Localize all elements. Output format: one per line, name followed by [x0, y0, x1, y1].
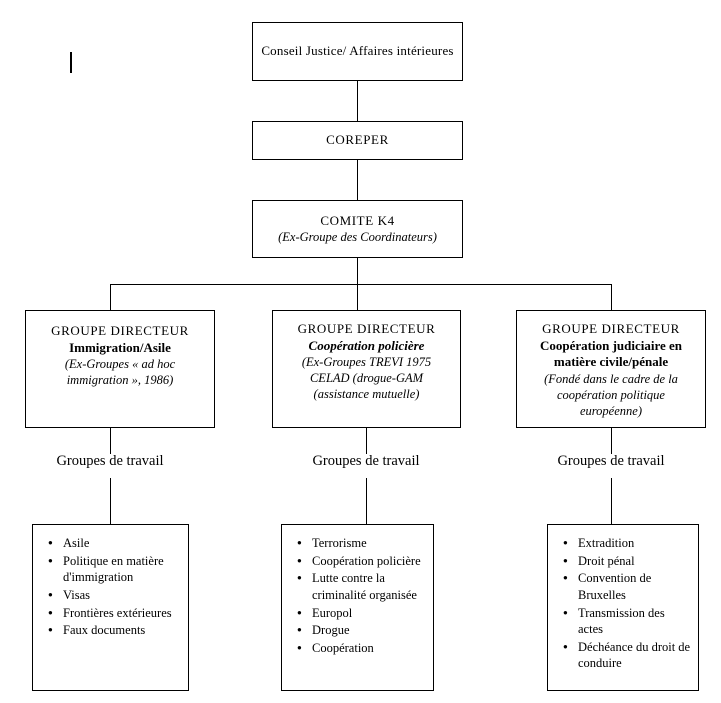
list-item: Lutte contre la criminalité organisée	[297, 570, 427, 603]
list-item: Transmission des actes	[563, 605, 692, 638]
label-groupes-de-travail-3: Groupes de travail	[511, 453, 711, 470]
list-item: Europol	[297, 605, 427, 622]
node-coreper-label: COREPER	[326, 132, 389, 148]
connector-coreper-to-comite-k4	[357, 160, 358, 200]
node-conseil-label: Conseil Justice/ Affaires intérieures	[261, 43, 454, 59]
groupe-directeur-3-note-line-1: (Fondé dans le cadre de la	[544, 371, 678, 386]
groupe-directeur-2-heading: GROUPE DIRECTEUR	[297, 321, 436, 336]
list-item: Coopération	[297, 640, 427, 657]
list-item: Coopération policière	[297, 553, 427, 570]
list-item: Frontières extérieures	[48, 605, 182, 622]
groupe-directeur-3-note-line-3: européenne)	[579, 403, 642, 418]
text-caret-artifact	[70, 52, 72, 73]
list-item: Faux documents	[48, 622, 182, 639]
connector-bus-to-group-3	[611, 284, 612, 311]
groupe-directeur-2-subject: Coopération policière	[308, 337, 425, 353]
list-item: Drogue	[297, 622, 427, 639]
connector-distribution-bus	[110, 284, 612, 285]
list-item: Politique en matière d'immigration	[48, 553, 182, 586]
groupe-directeur-2-note-line-1: (Ex-Groupes TREVI 1975	[301, 355, 432, 370]
node-comite-k4-subtitle: (Ex-Groupe des Coordinateurs)	[278, 230, 437, 245]
list-item: Droit pénal	[563, 553, 692, 570]
node-groupe-directeur-immigration-asile[interactable]: GROUPE DIRECTEUR Immigration/Asile (Ex-G…	[25, 310, 215, 428]
list-item: Terrorisme	[297, 535, 427, 552]
node-coreper[interactable]: COREPER	[252, 121, 463, 160]
groupe-directeur-2-note-line-3: (assistance mutuelle)	[313, 387, 420, 402]
list-box-immigration-asile: Asile Politique en matière d'immigration…	[32, 524, 189, 691]
list-item: Visas	[48, 587, 182, 604]
node-comite-k4-title: COMITE K4	[320, 212, 395, 228]
connector-label-2-to-list-2	[366, 478, 367, 524]
label-groupes-de-travail-1: Groupes de travail	[10, 453, 210, 470]
node-groupe-directeur-cooperation-judiciaire[interactable]: GROUPE DIRECTEUR Coopération judiciaire …	[516, 310, 706, 428]
label-groupes-de-travail-1-text: Groupes de travail	[56, 453, 164, 469]
connector-group-2-to-label-2	[366, 428, 367, 454]
working-group-list-1: Asile Politique en matière d'immigration…	[33, 525, 188, 639]
list-item: Déchéance du droit de conduire	[563, 639, 692, 672]
connector-group-3-to-label-3	[611, 428, 612, 454]
label-groupes-de-travail-3-text: Groupes de travail	[557, 453, 665, 469]
label-groupes-de-travail-2: Groupes de travail	[266, 453, 466, 470]
groupe-directeur-1-note-line-1: (Ex-Groupes « ad hoc	[64, 357, 176, 372]
list-item: Asile	[48, 535, 182, 552]
connector-group-1-to-label-1	[110, 428, 111, 454]
groupe-directeur-1-heading: GROUPE DIRECTEUR	[51, 323, 189, 338]
node-comite-k4[interactable]: COMITE K4 (Ex-Groupe des Coordinateurs)	[252, 200, 463, 258]
list-box-cooperation-judiciaire: Extradition Droit pénal Convention de Br…	[547, 524, 699, 691]
connector-comite-k4-stem	[357, 258, 358, 285]
list-item: Extradition	[563, 535, 692, 552]
node-conseil-justice-affaires-interieures[interactable]: Conseil Justice/ Affaires intérieures	[252, 22, 463, 81]
connector-label-1-to-list-1	[110, 478, 111, 524]
groupe-directeur-1-subject: Immigration/Asile	[69, 339, 171, 355]
groupe-directeur-1-note-line-2: immigration », 1986)	[66, 373, 174, 388]
list-box-cooperation-policiere: Terrorisme Coopération policière Lutte c…	[281, 524, 434, 691]
groupe-directeur-3-heading: GROUPE DIRECTEUR	[542, 321, 680, 336]
connector-conseil-to-coreper	[357, 81, 358, 121]
connector-bus-to-group-2	[357, 284, 358, 311]
label-groupes-de-travail-2-text: Groupes de travail	[312, 453, 420, 469]
list-item: Convention de Bruxelles	[563, 570, 692, 603]
working-group-list-2: Terrorisme Coopération policière Lutte c…	[282, 525, 433, 656]
groupe-directeur-3-note-line-2: coopération politique	[557, 387, 665, 402]
connector-bus-to-group-1	[110, 284, 111, 311]
working-group-list-3: Extradition Droit pénal Convention de Br…	[548, 525, 698, 672]
node-groupe-directeur-cooperation-policiere[interactable]: GROUPE DIRECTEUR Coopération policière (…	[272, 310, 461, 428]
groupe-directeur-3-subject: Coopération judiciaire en matière civile…	[539, 337, 683, 370]
groupe-directeur-2-note-line-2: CELAD (drogue-GAM	[309, 371, 424, 386]
connector-label-3-to-list-3	[611, 478, 612, 524]
